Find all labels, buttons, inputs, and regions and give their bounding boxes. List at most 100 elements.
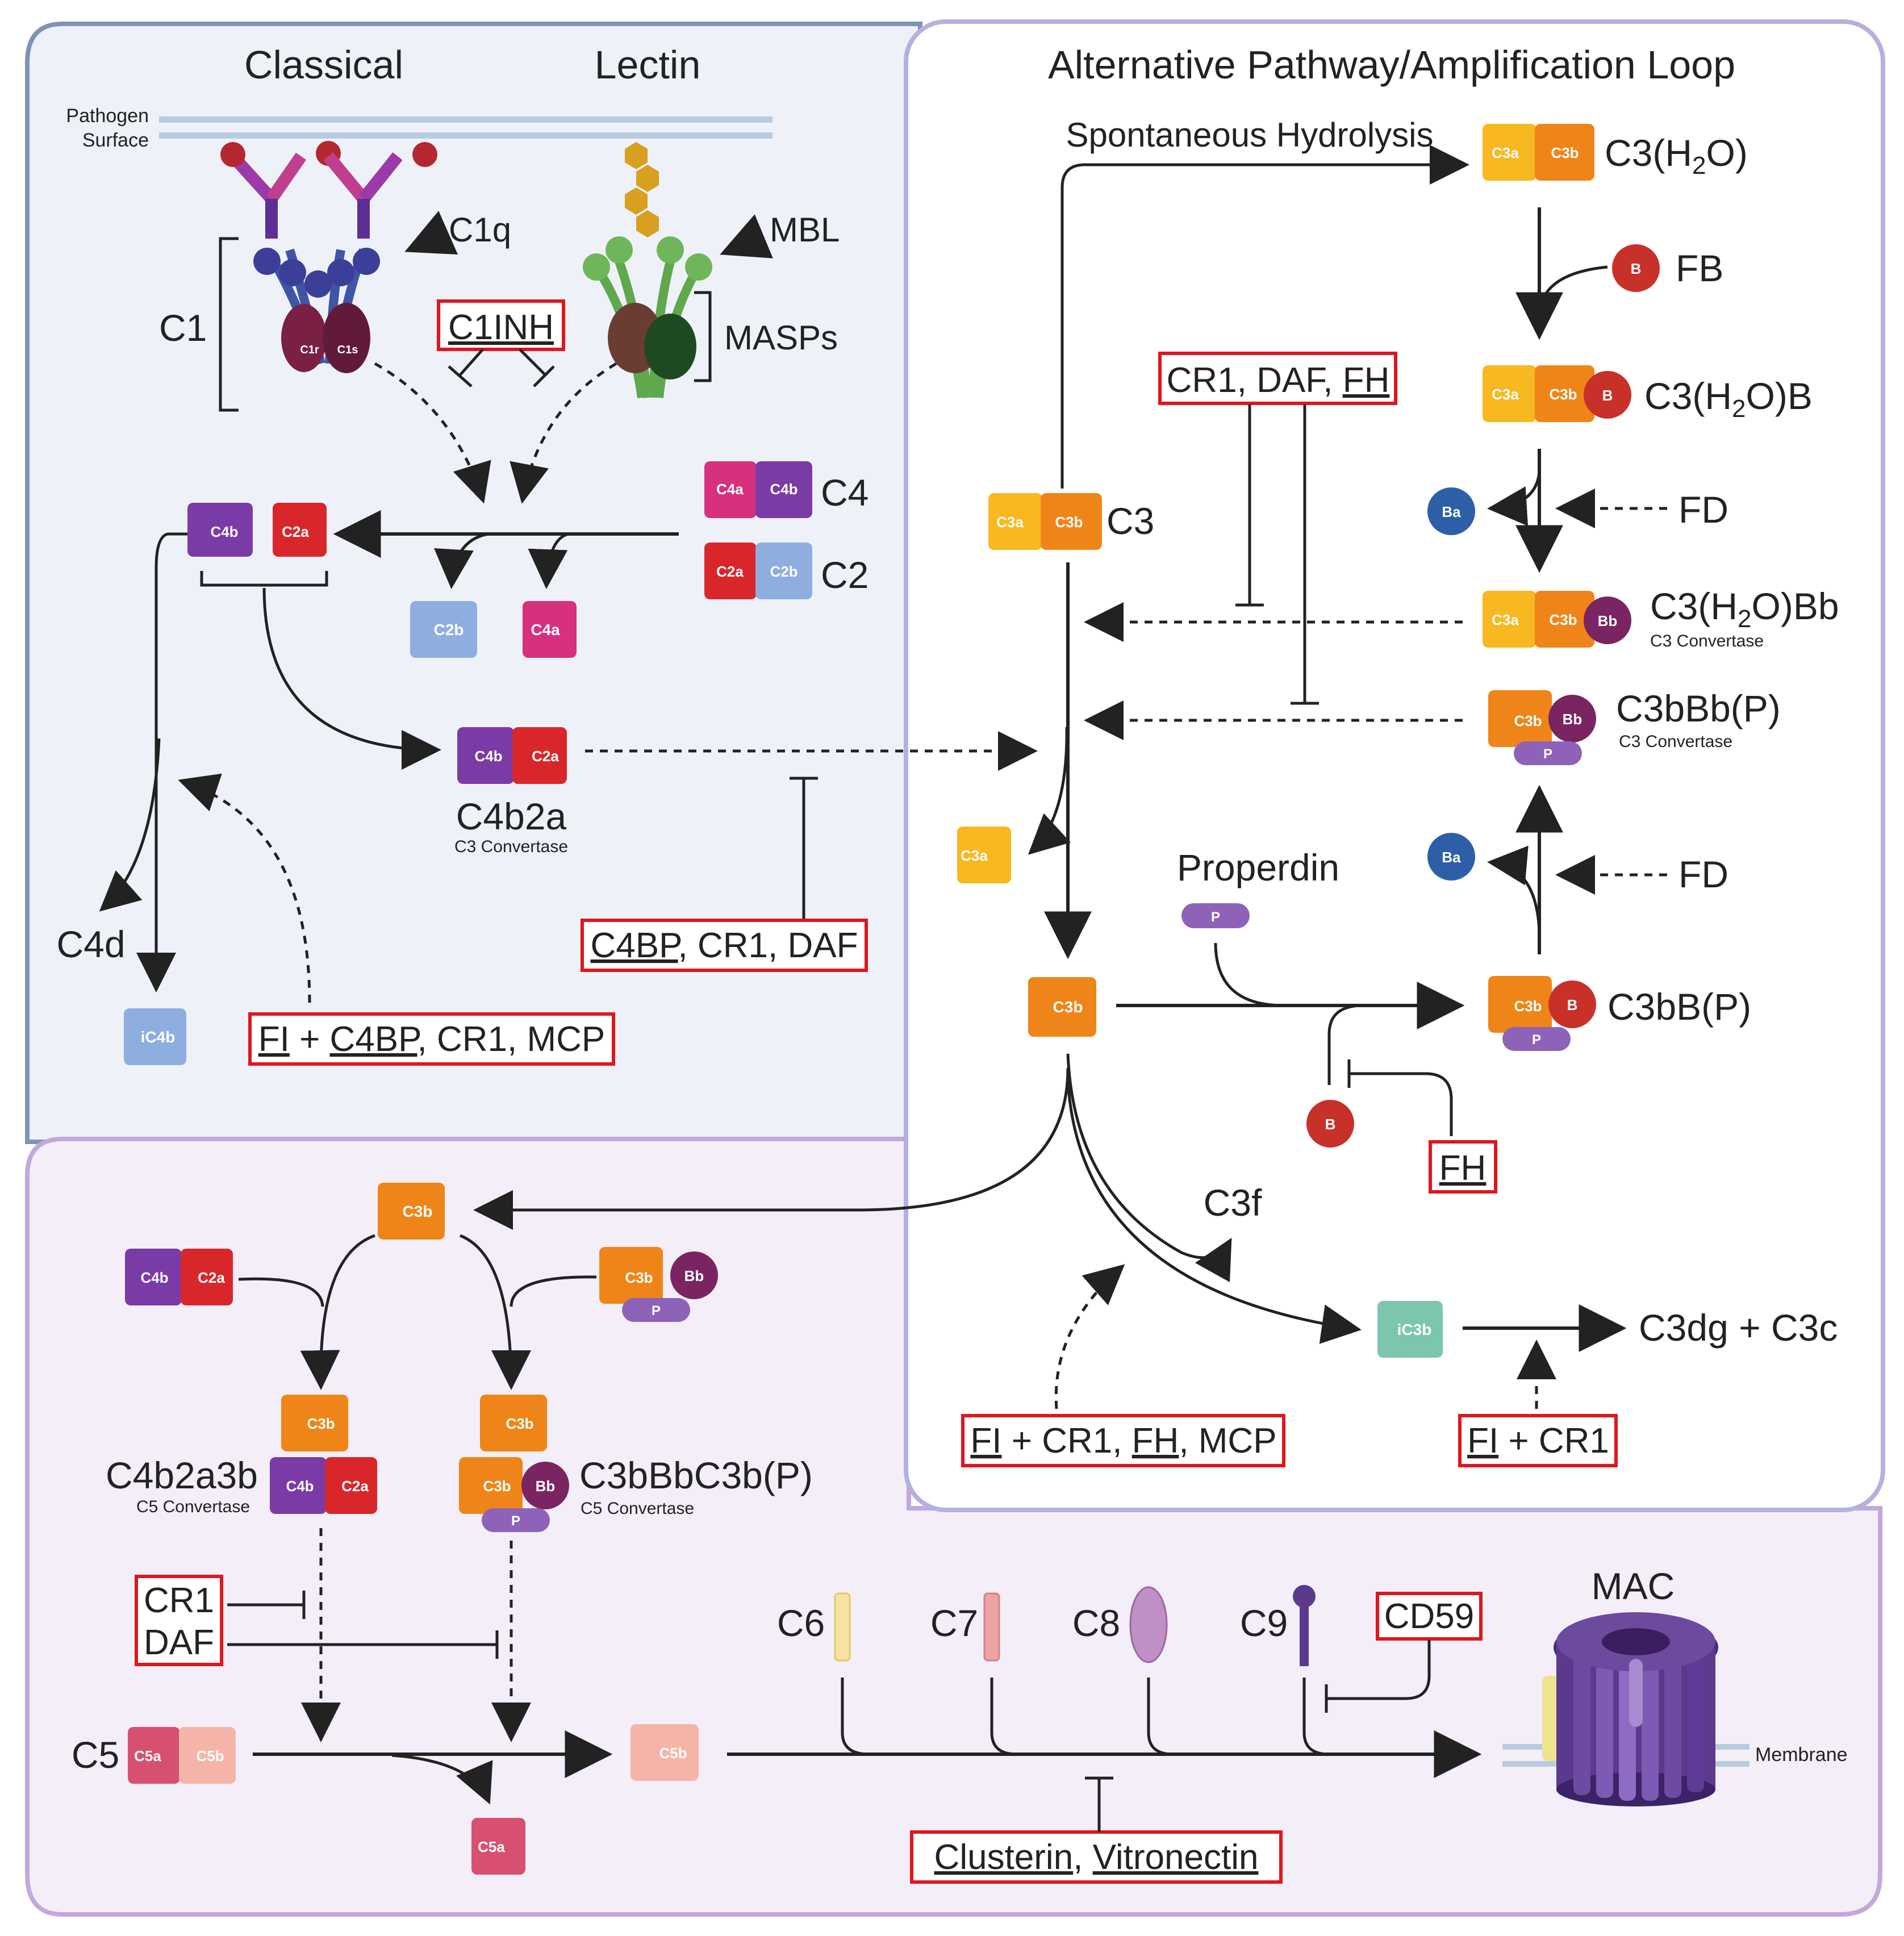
p-text: P — [1532, 1032, 1541, 1048]
b-text: B — [1602, 387, 1613, 404]
cr1-daf-fh-box: CR1, DAF, FH — [1158, 352, 1397, 705]
c3bbbp-label: C3bBb(P) — [1616, 687, 1781, 729]
c3b-text: C3b — [1549, 386, 1577, 403]
c8-icon — [1129, 1586, 1168, 1663]
spontaneous-hydrolysis-label: Spontaneous Hydrolysis — [1066, 116, 1433, 154]
c4b2a-terminal: C4b C2a — [125, 1249, 233, 1305]
c2a-text: C2a — [716, 563, 744, 580]
c1s-label: C1s — [337, 344, 358, 356]
c4a-text: C4a — [531, 621, 560, 639]
c4d-label: C4d — [56, 923, 125, 965]
properdin-label: Properdin — [1177, 846, 1339, 888]
terminal-panel — [25, 1137, 1882, 1917]
c3h2ob-end: O)B — [1746, 375, 1813, 417]
ba-ball-2: Ba — [1427, 833, 1475, 881]
c7-label: C7 — [930, 1602, 978, 1644]
mac-pore-icon — [1542, 1612, 1718, 1806]
c3a-text: C3a — [1492, 144, 1519, 161]
c1-label: C1 — [159, 307, 207, 349]
masps-label: MASPs — [724, 319, 838, 357]
bb-text: Bb — [684, 1267, 704, 1284]
c3bbbc3bp-sub: C5 Convertase — [581, 1499, 694, 1518]
c3b-text: C3b — [625, 1269, 653, 1286]
c3f-label: C3f — [1204, 1182, 1262, 1224]
c2b-text: C2b — [770, 563, 797, 580]
pathogen-surface: Pathogen Surface — [66, 105, 773, 151]
clusterin-vitronectin-label: Clusterin, Vitronectin — [934, 1838, 1259, 1877]
c3h2ob-molecule: C3a C3b B — [1483, 365, 1631, 422]
properdin-pill: P — [1181, 903, 1250, 928]
fh-part: FH — [1132, 1421, 1179, 1461]
c3h2obb-label: C3(H2O)Bb — [1650, 585, 1839, 633]
c2a-text: C2a — [198, 1269, 225, 1286]
c4bp-part: C4BP — [591, 926, 682, 965]
cr1-daf-part: CR1, DAF, — [1167, 361, 1343, 400]
c3h2obb-molecule: C3a C3b Bb — [1483, 591, 1631, 648]
p-text: P — [1211, 909, 1220, 925]
c9-label: C9 — [1240, 1602, 1288, 1644]
bb-text: Bb — [1563, 711, 1583, 728]
c4bp-part: C4BP — [330, 1020, 421, 1059]
c3b-text: C3b — [1549, 611, 1577, 628]
alternative-title: Alternative Pathway/Amplification Loop — [1048, 43, 1735, 87]
lectin-title: Lectin — [595, 43, 701, 87]
ic3b-text: iC3b — [1397, 1321, 1432, 1338]
fh-part: FH — [1343, 361, 1390, 400]
c3h2o-molecule: C3a C3b — [1483, 124, 1594, 181]
c3b-text: C3b — [506, 1415, 533, 1432]
fd-label-1: FD — [1678, 489, 1728, 531]
vitronectin-part: Vitronectin — [1093, 1838, 1259, 1877]
c3h2o-sub: 2 — [1692, 152, 1706, 180]
fi-part: FI — [1467, 1421, 1498, 1461]
c3b-text: C3b — [307, 1415, 335, 1432]
factor-b-ball-2: B — [1306, 1100, 1354, 1148]
c4b-text: C4b — [140, 1269, 168, 1286]
c3bbbc3bp-label: C3bBbC3b(P) — [579, 1454, 813, 1496]
c3-label: C3 — [1107, 500, 1154, 542]
c5-molecule: C5a C5b — [128, 1727, 236, 1784]
c3h2o-label: C3(H2O) — [1605, 132, 1748, 180]
c3h2ob-label: C3(H2O)B — [1644, 375, 1813, 423]
pathogen-label-2: Surface — [82, 130, 149, 151]
c3b-terminal: C3b — [378, 1183, 445, 1240]
c9-icon — [1293, 1585, 1316, 1666]
c1-complex-icon: C1r C1s — [220, 141, 437, 373]
c4b2a-label: C4b2a — [456, 795, 567, 837]
fh-label: FH — [1439, 1149, 1487, 1188]
cr1-part: + CR1, — [1002, 1421, 1132, 1461]
c3a-text: C3a — [1492, 386, 1519, 403]
c4a-text: C4a — [716, 481, 744, 498]
fd-label-2: FD — [1678, 853, 1728, 895]
c2b-text: C2b — [434, 621, 464, 639]
c5a-fragment: C5a — [471, 1818, 525, 1875]
daf-label: DAF — [144, 1623, 214, 1662]
c3a-text: C3a — [1492, 611, 1519, 628]
fi-c4bp-cr1-mcp-label: FI + C4BP, CR1, MCP — [258, 1020, 605, 1059]
c3dg-c3c-label: C3dg + C3c — [1639, 1307, 1838, 1349]
cr1-daf-fh-label: CR1, DAF, FH — [1167, 361, 1390, 400]
fi-cr1-fh-mcp-box: FI + CR1, FH, MCP — [961, 1414, 1285, 1467]
c4b2a3b-complex: C3b C4b C2a — [270, 1395, 377, 1514]
c1q-label: C1q — [449, 211, 511, 249]
c6-icon — [834, 1592, 851, 1662]
c1inh-box: C1INH — [437, 299, 565, 387]
alternative-pathway-panel — [904, 19, 1885, 1512]
c3h2ob-main: C3(H — [1644, 375, 1732, 417]
p-text: P — [511, 1513, 520, 1529]
c4-molecule: C4a C4b — [704, 461, 812, 518]
factor-b-ball: B — [1612, 244, 1660, 292]
mac-label: MAC — [1592, 1565, 1675, 1607]
comma-part: , — [1073, 1838, 1092, 1877]
cr1-mcp-part: , CR1, MCP — [417, 1020, 606, 1059]
ic3b-fragment: iC3b — [1377, 1301, 1443, 1358]
c5b-text: C5b — [659, 1745, 687, 1762]
ba-text: Ba — [1442, 503, 1461, 520]
fi-cr1-label: FI + CR1 — [1467, 1421, 1609, 1461]
cr1-label: CR1 — [144, 1581, 214, 1620]
c2a-text: C2a — [341, 1478, 369, 1495]
c2a-text: C2a — [282, 523, 309, 540]
c4bp-cr1-daf-label: C4BP, CR1, DAF — [591, 926, 858, 965]
ic4b-text: iC4b — [141, 1028, 176, 1046]
b-text: B — [1567, 996, 1578, 1013]
p-text: P — [1543, 746, 1552, 762]
